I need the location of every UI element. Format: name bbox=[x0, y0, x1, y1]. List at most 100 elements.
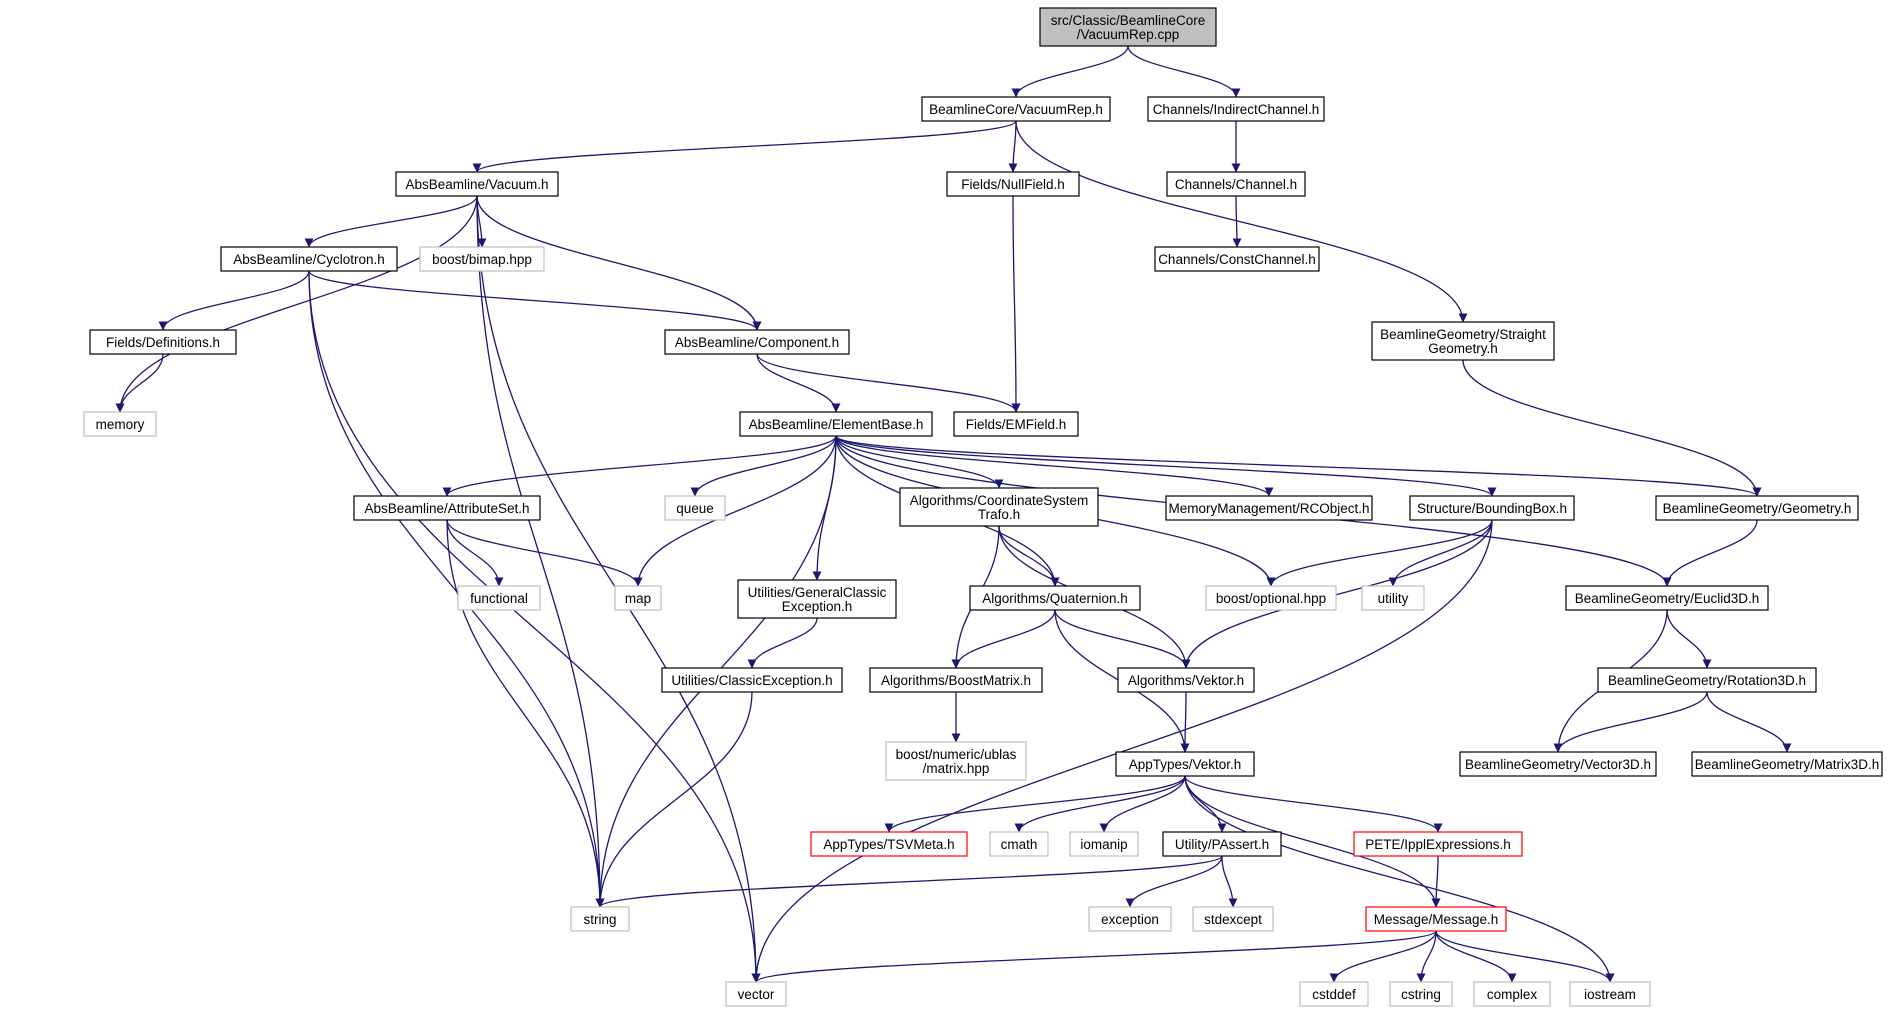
node-indirectchannel_h[interactable]: Channels/IndirectChannel.h bbox=[1147, 96, 1325, 122]
edge-elementbase_h-to-map bbox=[633, 435, 837, 587]
node-bimap_hpp[interactable]: boost/bimap.hpp bbox=[419, 246, 545, 272]
node-channel_h[interactable]: Channels/Channel.h bbox=[1166, 171, 1306, 197]
node-memory[interactable]: memory bbox=[83, 411, 157, 437]
node-label-rcobject_h-line-0: MemoryManagement/RCObject.h bbox=[1168, 501, 1369, 516]
node-message_h[interactable]: Message/Message.h bbox=[1365, 906, 1507, 932]
node-string[interactable]: string bbox=[570, 906, 630, 932]
node-box-apptypesvektor_h bbox=[1115, 751, 1255, 777]
node-quaternion_h[interactable]: Algorithms/Quaternion.h bbox=[969, 585, 1141, 611]
node-optional_hpp[interactable]: boost/optional.hpp bbox=[1205, 585, 1337, 611]
node-functional[interactable]: functional bbox=[457, 585, 541, 611]
node-boostmatrix_h[interactable]: Algorithms/BoostMatrix.h bbox=[869, 667, 1043, 693]
edge-boundingbox_h-to-utility bbox=[1388, 519, 1493, 587]
node-label-cmath-line-0: cmath bbox=[1001, 837, 1038, 852]
node-classicexception_h[interactable]: Utilities/ClassicException.h bbox=[661, 667, 843, 693]
node-box-elementbase_h bbox=[739, 411, 933, 437]
node-label-rotation3d_h-line-0: BeamlineGeometry/Rotation3D.h bbox=[1608, 673, 1806, 688]
node-rotation3d_h[interactable]: BeamlineGeometry/Rotation3D.h bbox=[1597, 667, 1817, 693]
edge-elementbase_h-to-attributeset_h bbox=[442, 435, 837, 497]
node-label-nullfield_h-line-0: Fields/NullField.h bbox=[961, 177, 1065, 192]
node-label-boundingbox_h-line-0: Structure/BoundingBox.h bbox=[1417, 501, 1567, 516]
edge-cyclotron_h-to-vector bbox=[308, 270, 761, 983]
node-algvektor_h[interactable]: Algorithms/Vektor.h bbox=[1117, 667, 1255, 693]
edge-vacuumrep_h-to-straightgeometry_h bbox=[1015, 120, 1468, 323]
node-boundingbox_h[interactable]: Structure/BoundingBox.h bbox=[1409, 495, 1575, 521]
node-cstring[interactable]: cstring bbox=[1389, 981, 1453, 1007]
node-label-indirectchannel_h-line-0: Channels/IndirectChannel.h bbox=[1153, 102, 1320, 117]
node-box-boostmatrix_h bbox=[869, 667, 1043, 693]
node-complex[interactable]: complex bbox=[1473, 981, 1551, 1007]
node-box-cyclotron_h bbox=[220, 246, 398, 272]
edge-root-to-indirectchannel_h bbox=[1127, 45, 1241, 98]
node-constchannel_h[interactable]: Channels/ConstChannel.h bbox=[1154, 246, 1320, 272]
node-definitions_h[interactable]: Fields/Definitions.h bbox=[89, 329, 237, 355]
node-nullfield_h[interactable]: Fields/NullField.h bbox=[946, 171, 1080, 197]
node-map[interactable]: map bbox=[614, 585, 662, 611]
node-box-channel_h bbox=[1166, 171, 1306, 197]
node-box-ipplexpressions_h bbox=[1353, 831, 1523, 857]
edge-root-to-vacuumrep_h bbox=[1011, 45, 1129, 98]
edge-apptypesvektor_h-to-ipplexpressions_h bbox=[1184, 775, 1443, 833]
edge-cyclotron_h-to-string bbox=[308, 270, 605, 908]
node-label-vacuum_h-line-0: AbsBeamline/Vacuum.h bbox=[405, 177, 548, 192]
node-box-straightgeometry_h bbox=[1371, 321, 1555, 361]
node-queue[interactable]: queue bbox=[664, 495, 726, 521]
node-label-ipplexpressions_h-line-0: PETE/IpplExpressions.h bbox=[1365, 837, 1511, 852]
node-cstddef[interactable]: cstddef bbox=[1299, 981, 1369, 1007]
edge-definitions_h-to-memory bbox=[115, 353, 164, 413]
node-root[interactable]: src/Classic/BeamlineCore/VacuumRep.cpp bbox=[1039, 7, 1217, 47]
node-box-utility bbox=[1361, 585, 1425, 611]
node-box-ublas_matrix_hpp bbox=[885, 741, 1027, 781]
node-box-vacuumrep_h bbox=[921, 96, 1111, 122]
node-attributeset_h[interactable]: AbsBeamline/AttributeSet.h bbox=[353, 495, 541, 521]
node-exception[interactable]: exception bbox=[1088, 906, 1172, 932]
edge-elementbase_h-to-coordtrafo_h bbox=[835, 435, 1004, 489]
node-elementbase_h[interactable]: AbsBeamline/ElementBase.h bbox=[739, 411, 933, 437]
node-label-algvektor_h-line-0: Algorithms/Vektor.h bbox=[1128, 673, 1244, 688]
edge-vacuum_h-to-cyclotron_h bbox=[304, 195, 478, 248]
node-iostream[interactable]: iostream bbox=[1569, 981, 1651, 1007]
node-label-functional-line-0: functional bbox=[470, 591, 528, 606]
node-cyclotron_h[interactable]: AbsBeamline/Cyclotron.h bbox=[220, 246, 398, 272]
node-emfield_h[interactable]: Fields/EMField.h bbox=[953, 411, 1079, 437]
node-label-channel_h-line-0: Channels/Channel.h bbox=[1175, 177, 1297, 192]
node-box-root bbox=[1039, 7, 1217, 47]
node-euclid3d_h[interactable]: BeamlineGeometry/Euclid3D.h bbox=[1565, 585, 1769, 611]
node-iomanip[interactable]: iomanip bbox=[1069, 831, 1139, 857]
node-label-matrix3d_h-line-0: BeamlineGeometry/Matrix3D.h bbox=[1695, 757, 1880, 772]
node-passert_h[interactable]: Utility/PAssert.h bbox=[1162, 831, 1282, 857]
edge-quaternion_h-to-boostmatrix_h bbox=[951, 609, 1056, 669]
edge-channel_h-to-constchannel_h bbox=[1232, 195, 1242, 248]
node-ipplexpressions_h[interactable]: PETE/IpplExpressions.h bbox=[1353, 831, 1523, 857]
node-box-generalclassicexc_h bbox=[737, 579, 897, 619]
node-rcobject_h[interactable]: MemoryManagement/RCObject.h bbox=[1165, 495, 1373, 521]
node-component_h[interactable]: AbsBeamline/Component.h bbox=[664, 329, 850, 355]
node-utility[interactable]: utility bbox=[1361, 585, 1425, 611]
edge-straightgeometry_h-to-geometry_h bbox=[1462, 359, 1762, 497]
node-label-memory-line-0: memory bbox=[96, 417, 145, 432]
node-label-optional_hpp-line-0: boost/optional.hpp bbox=[1216, 591, 1326, 606]
node-tsvmeta_h[interactable]: AppTypes/TSVMeta.h bbox=[810, 831, 968, 857]
node-vacuum_h[interactable]: AbsBeamline/Vacuum.h bbox=[395, 171, 559, 197]
node-box-map bbox=[614, 585, 662, 611]
node-cmath[interactable]: cmath bbox=[989, 831, 1049, 857]
node-label-vector3d_h-line-0: BeamlineGeometry/Vector3D.h bbox=[1465, 757, 1651, 772]
node-stdexcept[interactable]: stdexcept bbox=[1192, 906, 1274, 932]
node-ublas_matrix_hpp[interactable]: boost/numeric/ublas/matrix.hpp bbox=[885, 741, 1027, 781]
node-vector[interactable]: vector bbox=[725, 981, 787, 1007]
node-label-cstring-line-0: cstring bbox=[1401, 987, 1441, 1002]
node-vector3d_h[interactable]: BeamlineGeometry/Vector3D.h bbox=[1459, 751, 1657, 777]
edge-boundingbox_h-to-algvektor_h bbox=[1181, 519, 1493, 669]
node-apptypesvektor_h[interactable]: AppTypes/Vektor.h bbox=[1115, 751, 1255, 777]
edge-algvektor_h-to-apptypesvektor_h bbox=[1180, 691, 1190, 753]
node-label-map-line-0: map bbox=[625, 591, 651, 606]
node-box-nullfield_h bbox=[946, 171, 1080, 197]
node-box-queue bbox=[664, 495, 726, 521]
node-vacuumrep_h[interactable]: BeamlineCore/VacuumRep.h bbox=[921, 96, 1111, 122]
node-box-vector3d_h bbox=[1459, 751, 1657, 777]
node-geometry_h[interactable]: BeamlineGeometry/Geometry.h bbox=[1655, 495, 1859, 521]
node-matrix3d_h[interactable]: BeamlineGeometry/Matrix3D.h bbox=[1691, 751, 1883, 777]
